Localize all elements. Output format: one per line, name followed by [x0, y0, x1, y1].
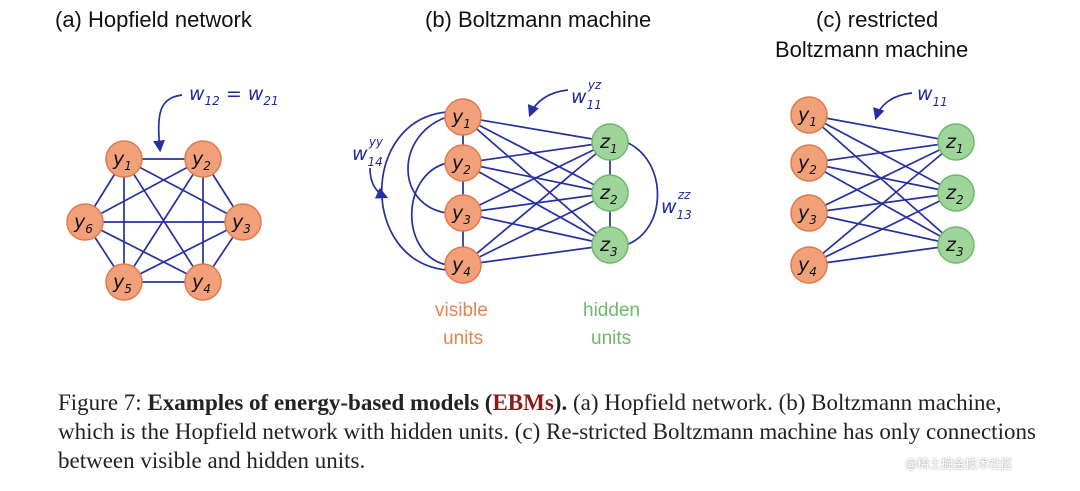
hopfield-node-y2: y2 — [184, 140, 222, 178]
boltzmann-w-zz: w13zz — [661, 188, 692, 222]
panel-a-title: (a) Hopfield network — [55, 7, 253, 32]
hopfield-node-y1: y1 — [105, 140, 143, 178]
panel-c-title-line2: Boltzmann machine — [775, 37, 968, 62]
hidden-units-label-line1: hidden — [583, 300, 640, 321]
rbm-edges — [808, 114, 957, 266]
visible-units-label-line1: visible — [435, 300, 488, 321]
hopfield-edges — [84, 158, 244, 283]
rbm-weight-label: w11 — [917, 83, 948, 109]
boltzmann-hidden-z2: z2 — [591, 174, 629, 212]
boltzmann-w-yz: w11yz — [571, 78, 602, 112]
boltzmann-yy-arrow — [369, 167, 389, 199]
hopfield-node-y6: y6 — [66, 203, 104, 241]
rbm-weight-arrow — [873, 92, 913, 121]
hidden-units-label-line2: units — [591, 328, 631, 349]
caption-prefix: Figure 7: — [58, 390, 142, 415]
panel-c-title-line1: (c) restricted — [816, 7, 938, 32]
boltzmann-visible-y3: y3 — [444, 194, 482, 232]
panel-b-title: (b) Boltzmann machine — [425, 7, 651, 32]
boltzmann-yz-arrow — [527, 89, 569, 118]
rbm-visible-y3: y3 — [790, 194, 828, 232]
rbm-visible-y1: y1 — [790, 96, 828, 134]
boltzmann-machine: w11yz w14yy w13zz y1 y2 y3 y4 z1 z2 z3 v… — [352, 78, 692, 349]
rbm-visible-y4: y4 — [790, 246, 828, 284]
visible-units-label-line2: units — [443, 328, 483, 349]
rbm-hidden-z2: z2 — [937, 174, 975, 212]
caption-rest: (a) Hopfield network. (b) Boltzmann mach… — [58, 390, 1036, 473]
rbm-visible-y2: y2 — [790, 144, 828, 182]
figure-caption: Figure 7: Examples of energy-based model… — [58, 388, 1058, 475]
caption-bold: Examples of energy-based models (EBMs). — [147, 390, 568, 415]
hopfield-network: w12 = w21 y1 y2 y3 y4 y5 y6 — [66, 83, 279, 301]
rbm-hidden-z3: z3 — [937, 226, 975, 264]
boltzmann-visible-y1: y1 — [444, 98, 482, 136]
restricted-boltzmann-machine: w11 y1 y2 y3 y4 z1 z2 z3 — [790, 83, 975, 284]
hopfield-node-y3: y3 — [224, 203, 262, 241]
hopfield-node-y4: y4 — [184, 263, 222, 301]
hopfield-weight-arrow — [153, 94, 183, 153]
boltzmann-visible-y4: y4 — [444, 246, 482, 284]
boltzmann-edges — [380, 111, 659, 271]
boltzmann-w-yy: w14yy — [352, 135, 384, 169]
boltzmann-hidden-z3: z3 — [591, 226, 629, 264]
rbm-hidden-z1: z1 — [937, 123, 975, 161]
hopfield-node-y5: y5 — [105, 263, 143, 301]
boltzmann-hidden-z1: z1 — [591, 123, 629, 161]
hopfield-weight-label: w12 = w21 — [189, 83, 279, 108]
watermark-text: @稀土掘金技术社区 — [905, 457, 1014, 471]
boltzmann-visible-y2: y2 — [444, 144, 482, 182]
caption-ebm-link[interactable]: EBMs — [492, 390, 554, 415]
